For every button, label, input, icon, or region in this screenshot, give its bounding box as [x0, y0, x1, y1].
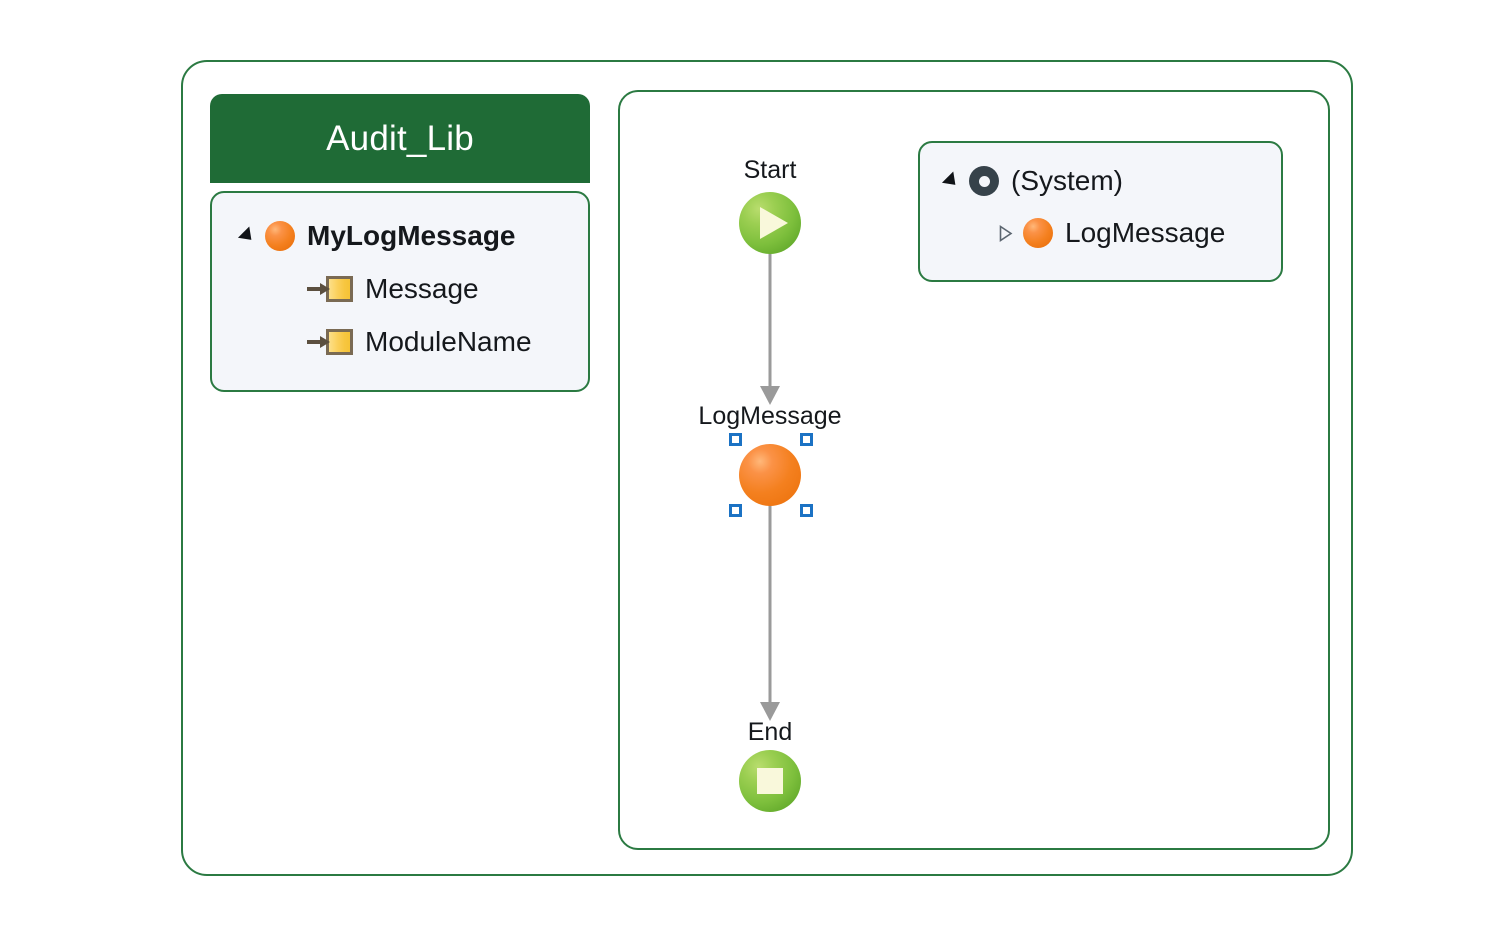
system-panel[interactable]: (System) LogMessage	[918, 141, 1283, 282]
flow-node-label-start: Start	[743, 156, 797, 184]
stop-icon	[757, 768, 783, 794]
system-donut-icon	[969, 166, 999, 196]
orange-sphere-icon	[1023, 218, 1053, 248]
flow-node-label-end: End	[747, 718, 793, 746]
connector-start-to-logmessage	[760, 248, 780, 405]
library-outer-frame	[181, 60, 1353, 876]
flow-node-end[interactable]	[739, 750, 801, 812]
tree-item-label: ModuleName	[365, 326, 532, 357]
library-tree-body: MyLogMessage Message	[210, 191, 590, 392]
tree-item-logmessage[interactable]: LogMessage	[998, 217, 1225, 249]
arrow-right-icon	[307, 336, 330, 348]
tree-item-label: MyLogMessage	[307, 220, 516, 251]
tree-item-label: LogMessage	[1065, 217, 1226, 248]
expanded-triangle-icon[interactable]	[941, 171, 962, 191]
collapsed-triangle-icon[interactable]	[998, 224, 1013, 242]
input-parameter-icon	[307, 327, 353, 357]
tree-item-mylogmessage[interactable]: MyLogMessage	[237, 220, 516, 252]
input-parameter-icon	[307, 274, 353, 304]
selection-handle-bottom-right[interactable]	[800, 504, 813, 517]
selection-handle-top-left[interactable]	[729, 433, 742, 446]
library-panel[interactable]: Audit_Lib MyLogMessage Message	[210, 94, 590, 392]
connector-logmessage-to-end	[760, 500, 780, 721]
tree-item-modulename[interactable]: ModuleName	[307, 326, 532, 358]
selection-handle-top-right[interactable]	[800, 433, 813, 446]
arrow-right-icon	[307, 283, 330, 295]
expanded-triangle-icon[interactable]	[237, 226, 258, 246]
flow-node-start[interactable]	[739, 192, 801, 254]
tree-item-label: Message	[365, 273, 479, 304]
selection-handle-bottom-left[interactable]	[729, 504, 742, 517]
tree-item-label: (System)	[1011, 165, 1123, 196]
flow-node-label-logmessage: LogMessage	[698, 402, 842, 430]
tree-item-message[interactable]: Message	[307, 273, 479, 305]
orange-sphere-icon	[265, 221, 295, 251]
flow-node-logmessage[interactable]	[739, 444, 801, 506]
library-header: Audit_Lib	[210, 94, 590, 183]
play-icon	[760, 207, 788, 239]
tree-item-system[interactable]: (System)	[941, 165, 1123, 197]
library-title: Audit_Lib	[326, 119, 474, 158]
